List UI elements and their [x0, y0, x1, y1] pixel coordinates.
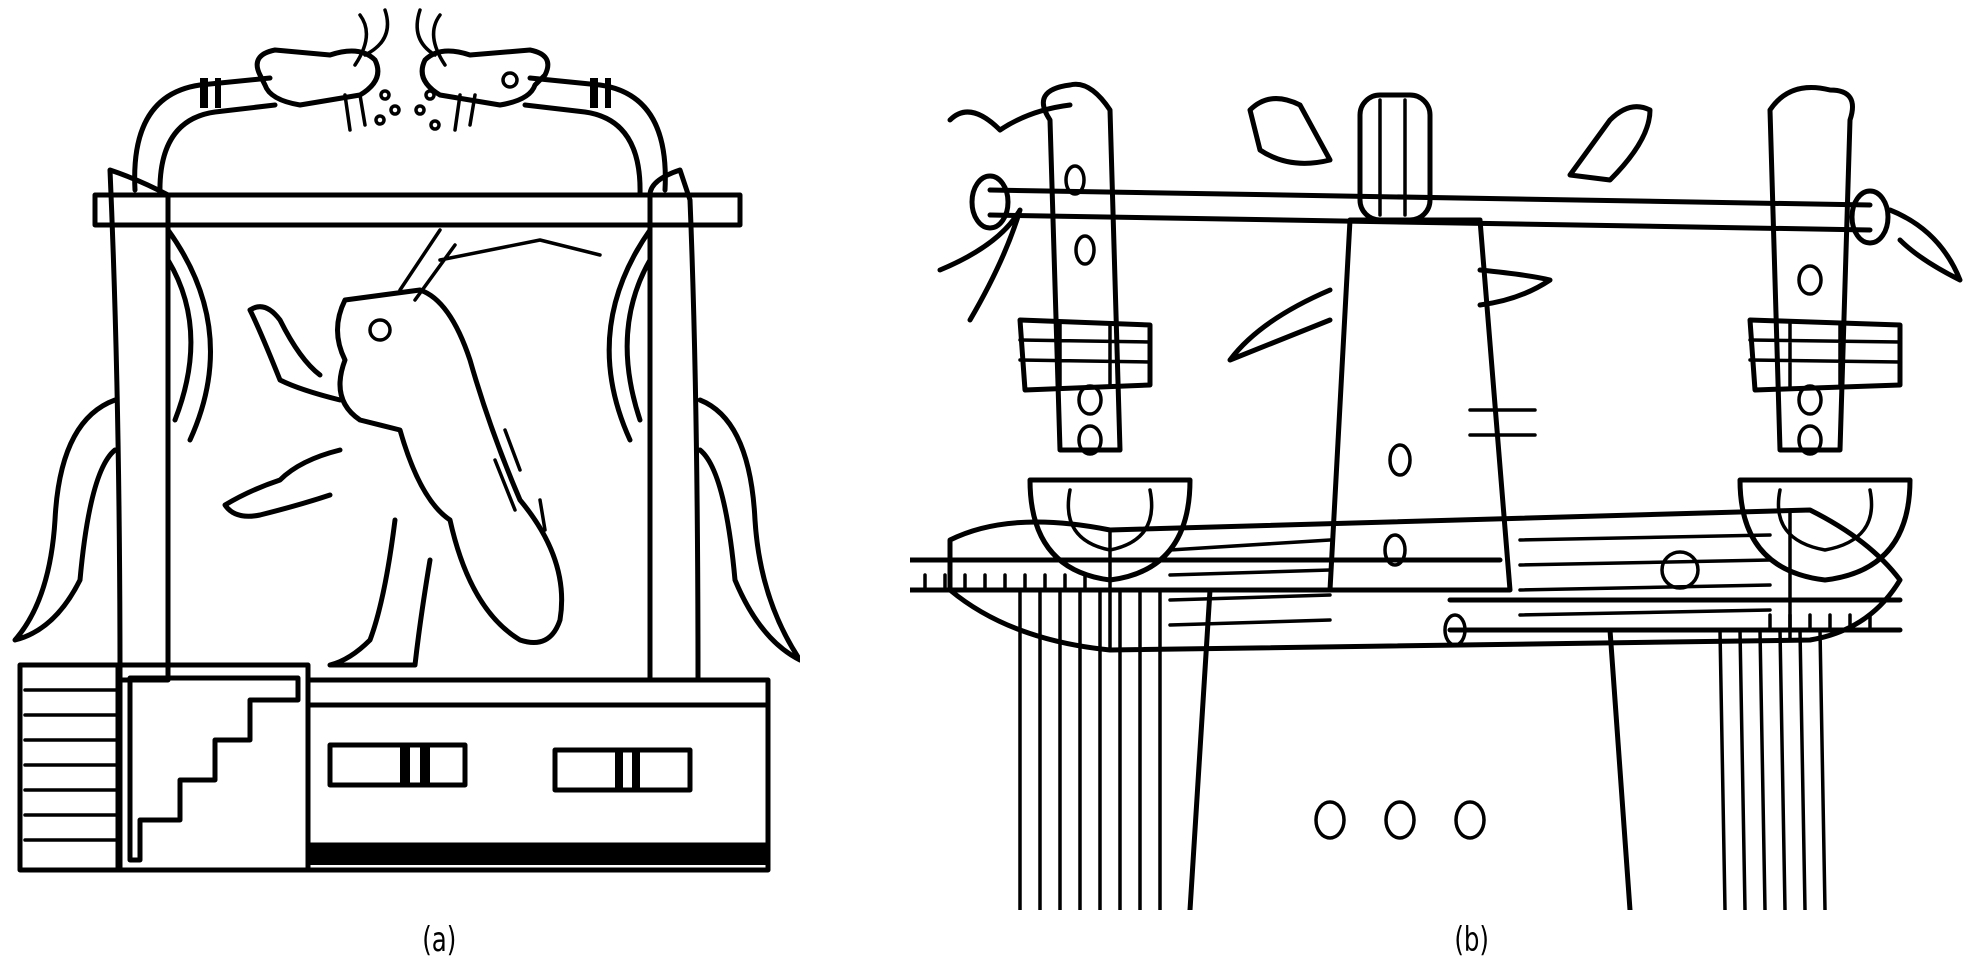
panel-b-illustration	[907, 30, 1973, 913]
pendant-left	[937, 81, 1193, 583]
post-right	[647, 167, 701, 683]
serpent-head-left-icon	[1247, 96, 1333, 166]
drum-base	[907, 557, 1903, 913]
post-left	[107, 167, 171, 683]
central-figure	[1227, 92, 1553, 647]
serpent-head-right-icon	[414, 8, 551, 132]
panel-a-illustration	[0, 0, 803, 880]
caption-panel-b: (b)	[1454, 920, 1489, 960]
window-left	[327, 742, 468, 788]
kneeling-figure	[222, 228, 602, 668]
serpent-body-right-inner	[606, 227, 653, 443]
serpent-body-left-inner	[165, 227, 213, 443]
caption-panel-a: (a)	[422, 920, 457, 960]
lintel-beam	[92, 192, 743, 228]
serpent-tail-left	[12, 397, 118, 643]
drum-drawing	[907, 81, 1963, 913]
temple-drawing	[12, 8, 803, 873]
serpent-head-right-icon	[1567, 104, 1653, 183]
serpent-tail-right	[697, 397, 803, 663]
serpent-head-left-icon	[254, 8, 401, 132]
serpent-arch-left	[132, 75, 273, 193]
pendant-right	[1737, 85, 1963, 583]
step-fret-motif	[127, 675, 301, 863]
stepped-platform	[17, 662, 771, 873]
